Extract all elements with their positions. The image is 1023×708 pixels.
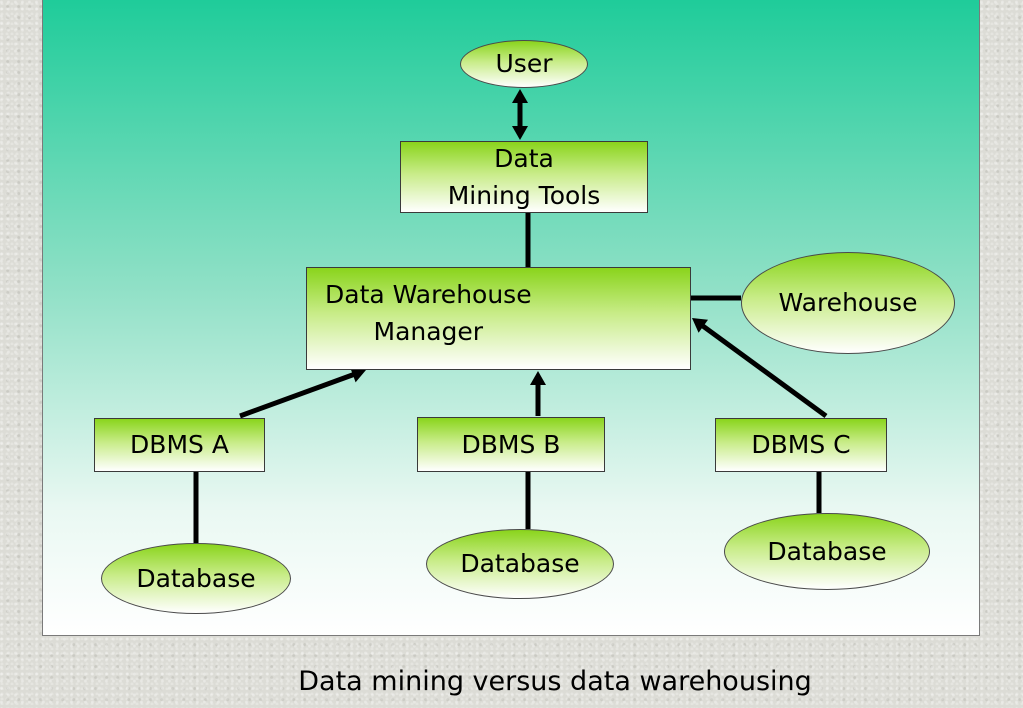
- database-c-node: Database: [724, 513, 930, 590]
- database-b-node: Database: [426, 529, 614, 599]
- database-a-node: Database: [101, 543, 291, 614]
- data-warehouse-manager-node: Data Warehouse Manager: [306, 267, 691, 370]
- dbms-a-node: DBMS A: [94, 418, 265, 472]
- edge-dbms-c-to-dw-manager: [692, 318, 828, 419]
- edge-dbms-a-to-dw-manager: [239, 367, 366, 419]
- data-warehouse-manager-label-line-2: Manager: [373, 317, 484, 346]
- data-mining-tools-label-line-1: Data: [494, 144, 554, 173]
- dbms-b-node: DBMS B: [417, 417, 605, 472]
- edge-user-to-mining-tools: [512, 89, 528, 140]
- warehouse-label: Warehouse: [778, 288, 918, 317]
- dbms-b-label: DBMS B: [461, 429, 561, 459]
- data-warehouse-manager-label-line-1: Data Warehouse: [325, 280, 532, 309]
- warehouse-node: Warehouse: [741, 252, 955, 354]
- dbms-a-label: DBMS A: [130, 430, 229, 459]
- database-a-label: Database: [136, 563, 256, 593]
- dbms-c-node: DBMS C: [715, 418, 887, 472]
- database-c-label: Database: [767, 536, 887, 566]
- edge-dbms-b-to-dw-manager: [530, 371, 546, 416]
- user-node: User: [460, 40, 588, 88]
- data-mining-tools-node: Data Mining Tools: [400, 141, 648, 213]
- dbms-c-label: DBMS C: [751, 430, 851, 459]
- database-b-label: Database: [460, 549, 580, 578]
- diagram-caption: Data mining versus data warehousing: [298, 666, 812, 697]
- data-mining-tools-label-line-2: Mining Tools: [447, 181, 601, 210]
- data-mining-tools-text: Data Mining Tools: [448, 140, 601, 214]
- data-warehouse-manager-text: Data Warehouse Manager: [325, 276, 532, 350]
- user-label: User: [495, 49, 553, 78]
